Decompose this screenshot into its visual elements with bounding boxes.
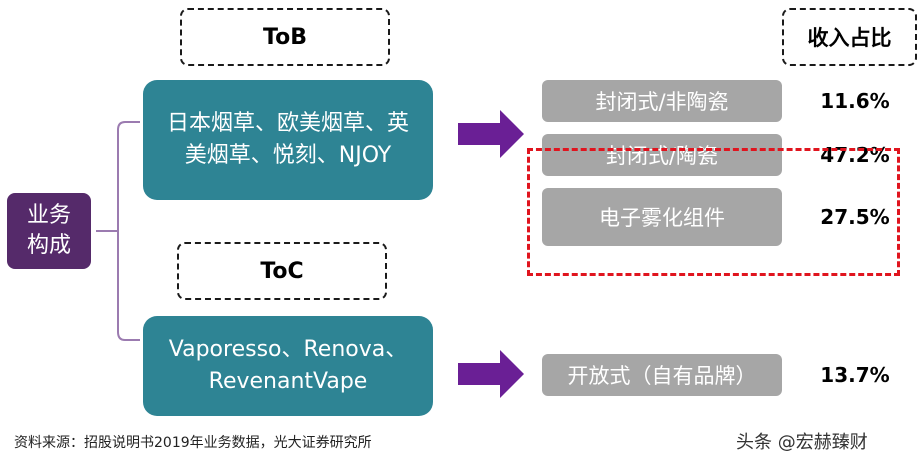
- share-closed-ceramic: 47.2%: [820, 143, 890, 167]
- toc-brands-text: Vaporesso、Renova、RevenantVape: [168, 337, 408, 394]
- toc-arrow: [458, 350, 524, 398]
- tob-arrow: [458, 110, 524, 158]
- tob-customers-text: 日本烟草、欧美烟草、英美烟草、悦刻、NJOY: [166, 111, 409, 168]
- tob-label: ToB: [180, 8, 390, 66]
- product-closed-non-ceramic: 封闭式/非陶瓷: [542, 80, 782, 122]
- share-closed-non-ceramic: 11.6%: [820, 89, 890, 113]
- toc-label: ToC: [177, 242, 387, 300]
- bracket-connector: [96, 121, 140, 341]
- tob-customers-box: 日本烟草、欧美烟草、英美烟草、悦刻、NJOY: [143, 80, 433, 200]
- product-open-own-brand: 开放式（自有品牌）: [542, 354, 782, 396]
- product-atomizer-component: 电子雾化组件: [542, 188, 782, 246]
- watermark: 头条 @宏赫臻财: [736, 432, 868, 453]
- highlight-frame: [527, 148, 900, 276]
- share-atomizer-component: 27.5%: [820, 205, 890, 229]
- share-open-own-brand: 13.7%: [820, 363, 890, 387]
- toc-brands-box: Vaporesso、Renova、RevenantVape: [143, 316, 433, 416]
- business-composition-box: 业务 构成: [7, 193, 91, 269]
- revenue-share-header: 收入占比: [782, 8, 917, 66]
- source-note: 资料来源：招股说明书2019年业务数据，光大证券研究所: [14, 435, 372, 451]
- product-closed-ceramic: 封闭式/陶瓷: [542, 134, 782, 176]
